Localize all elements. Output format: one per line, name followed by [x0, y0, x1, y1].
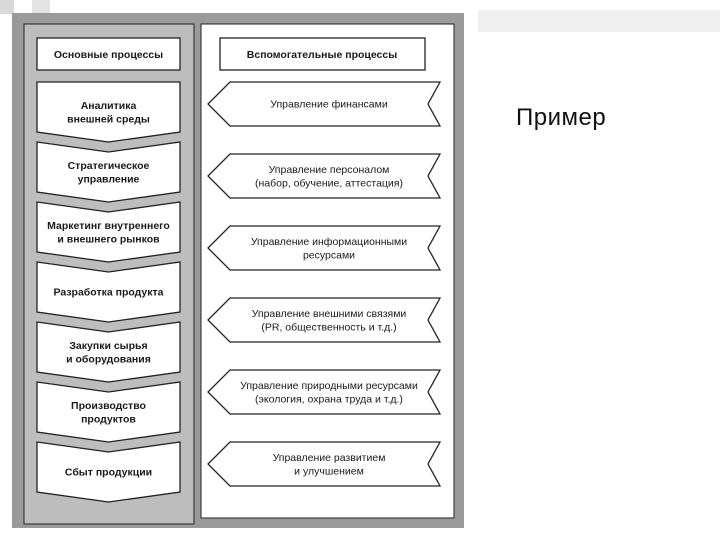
support-processes-header: Вспомогательные процессы [247, 49, 397, 61]
main-process-step-label: Сбыт продукции [65, 467, 152, 479]
slide-top-bar [478, 10, 720, 32]
main-process-step-label: и оборудования [66, 353, 151, 365]
support-process-label: Управление природными ресурсами [240, 380, 418, 392]
main-process-step-label: Маркетинг внутреннего [47, 220, 170, 232]
main-process-step-label: управление [78, 173, 140, 185]
support-process-arrow [207, 81, 442, 127]
support-process-label: Управление финансами [270, 99, 388, 111]
main-process-step [36, 441, 181, 503]
main-process-step [36, 81, 181, 143]
support-processes-header-box [219, 37, 426, 71]
main-process-step-label: Производство [71, 400, 146, 412]
support-process-label: Управление внешними связями [252, 308, 407, 320]
corner-decoration [32, 0, 50, 14]
main-process-step-label: Стратегическое [68, 160, 150, 172]
support-process-label: Управление развитием [273, 452, 386, 464]
main-process-step-label: продуктов [81, 413, 136, 425]
support-process-label: (экология, охрана труда и т.д.) [255, 393, 403, 405]
main-process-step [36, 201, 181, 263]
main-process-step-label: внешней среды [67, 113, 150, 125]
main-process-step-label: Закупки сырья [69, 340, 147, 352]
main-process-step [36, 261, 181, 323]
support-process-arrow [207, 297, 442, 343]
main-process-step [36, 381, 181, 443]
support-process-arrow [207, 369, 442, 415]
support-process-label: (набор, обучение, аттестация) [255, 177, 403, 189]
support-process-label: Управление персоналом [269, 164, 390, 176]
support-process-label: Управление информационными [251, 236, 407, 248]
main-process-step-label: Разработка продукта [54, 287, 164, 299]
main-process-step [36, 141, 181, 203]
corner-decoration [0, 0, 14, 14]
support-process-label: (PR, общественность и т.д.) [261, 321, 396, 333]
main-process-step-label: Аналитика [81, 100, 137, 112]
main-processes-header: Основные процессы [54, 49, 163, 61]
slide-title: Пример [516, 104, 607, 131]
main-process-step-label: и внешнего рынков [57, 233, 160, 245]
support-process-label: и улучшением [294, 465, 364, 477]
support-process-arrow [207, 441, 442, 487]
support-process-arrow [207, 225, 442, 271]
main-processes-header-box [36, 37, 181, 71]
support-process-arrow [207, 153, 442, 199]
support-process-label: ресурсами [303, 249, 355, 261]
main-process-step [36, 321, 181, 383]
